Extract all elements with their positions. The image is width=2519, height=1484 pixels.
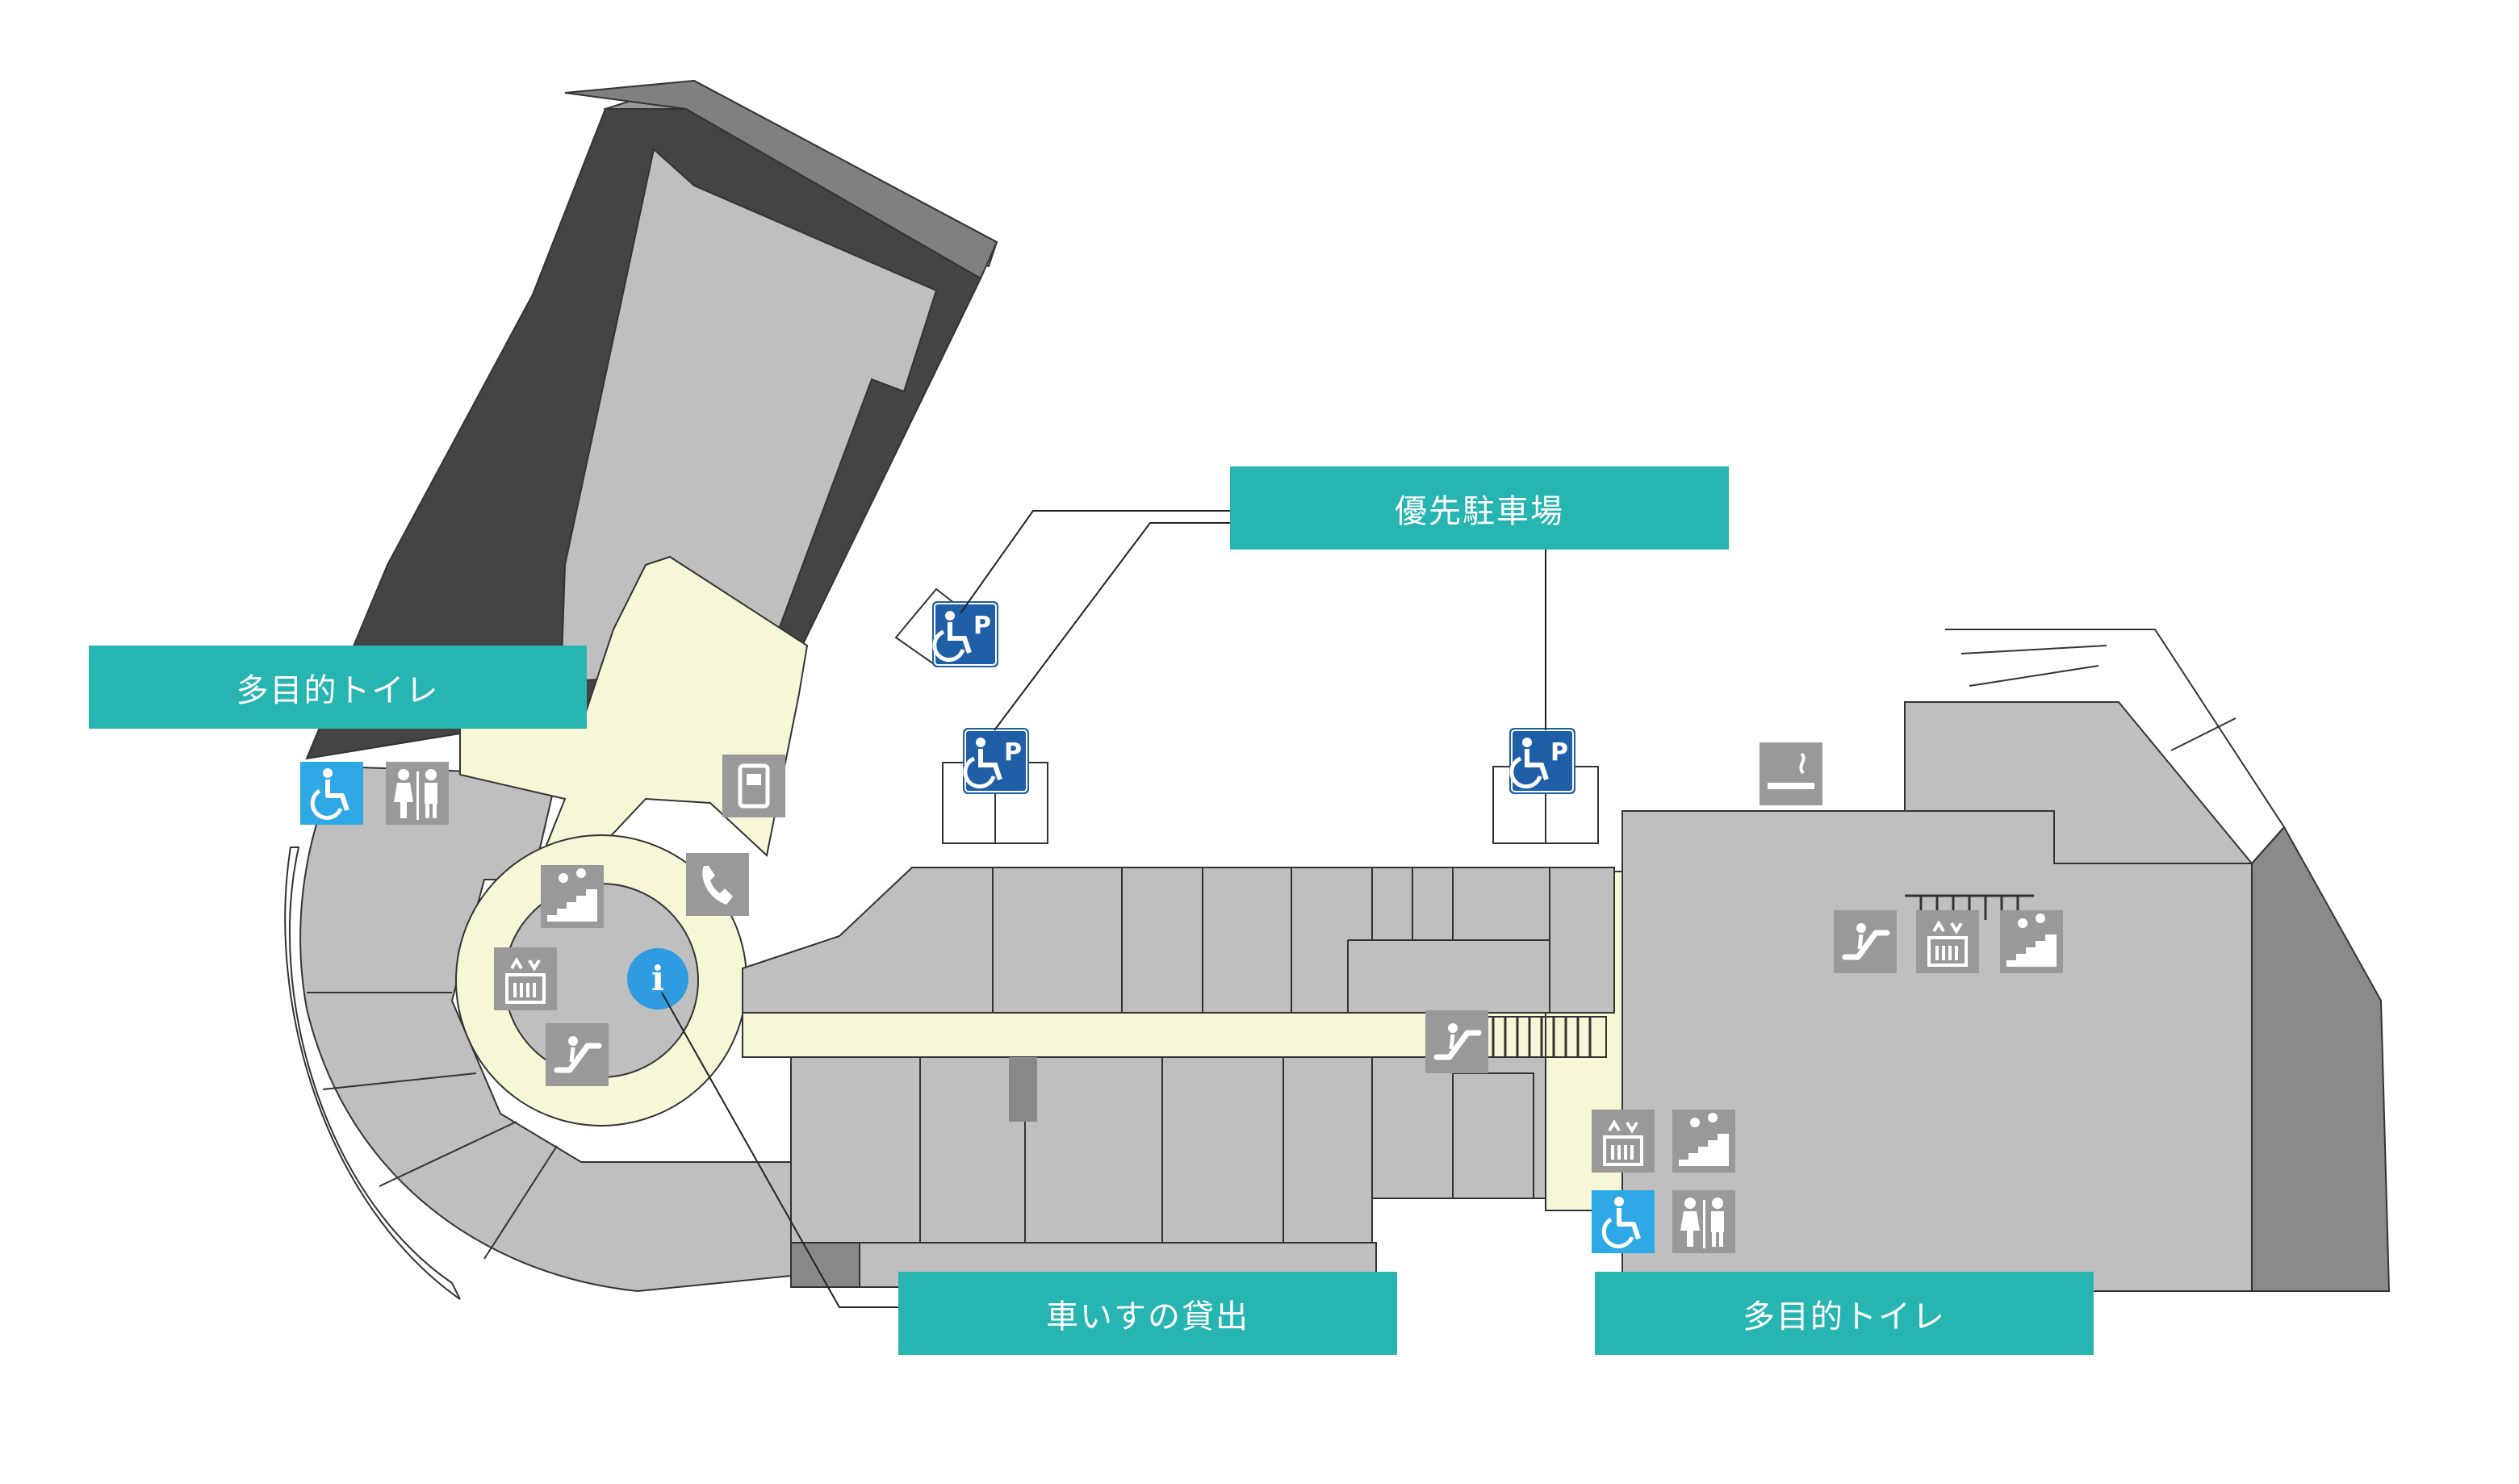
info-icon[interactable]: i: [627, 948, 688, 1010]
restroom-icon-west[interactable]: [386, 762, 449, 825]
accessible-toilet-label-east: 多目的トイレ: [1595, 1272, 2094, 1355]
stairs-icon-west[interactable]: [541, 865, 604, 928]
west-wing: [284, 765, 809, 1300]
priority-parking-label: 優先駐車場: [1230, 466, 1729, 550]
wheelchair-rental-label: 車いすの貸出: [898, 1272, 1397, 1355]
north-wing: [305, 79, 998, 760]
atm-icon[interactable]: [722, 755, 785, 817]
accessible-parking-icon-east[interactable]: [1509, 728, 1575, 794]
elevator-icon-west[interactable]: [492, 946, 559, 1012]
central-shops: [742, 867, 1615, 1288]
telephone-icon[interactable]: [686, 853, 749, 916]
restroom-icon-east[interactable]: [1672, 1190, 1735, 1253]
stairs-icon-east-lower[interactable]: [1672, 1110, 1735, 1173]
accessible-toilet-label-west: 多目的トイレ: [89, 646, 587, 729]
accessible-parking-icon-north[interactable]: [932, 601, 998, 667]
escalator-icon-west[interactable]: [546, 1023, 609, 1086]
wheelchair-icon-west[interactable]: [300, 762, 363, 825]
elevator-icon-east[interactable]: [1914, 909, 1981, 975]
elevator-icon-east-lower[interactable]: [1590, 1108, 1656, 1174]
svg-text:i: i: [651, 959, 664, 998]
accessible-parking-icon-west[interactable]: [963, 728, 1029, 794]
escalator-icon-east[interactable]: [1834, 910, 1897, 973]
east-wing: [1621, 629, 2391, 1292]
escalator-icon-center[interactable]: [1425, 1010, 1488, 1073]
leader-lines: [661, 510, 1546, 1308]
parking-stalls: [894, 587, 1599, 844]
smoking-area-icon[interactable]: [1760, 742, 1822, 805]
wheelchair-icon-east[interactable]: [1592, 1190, 1655, 1253]
stairs-icon-east[interactable]: [2000, 910, 2063, 973]
